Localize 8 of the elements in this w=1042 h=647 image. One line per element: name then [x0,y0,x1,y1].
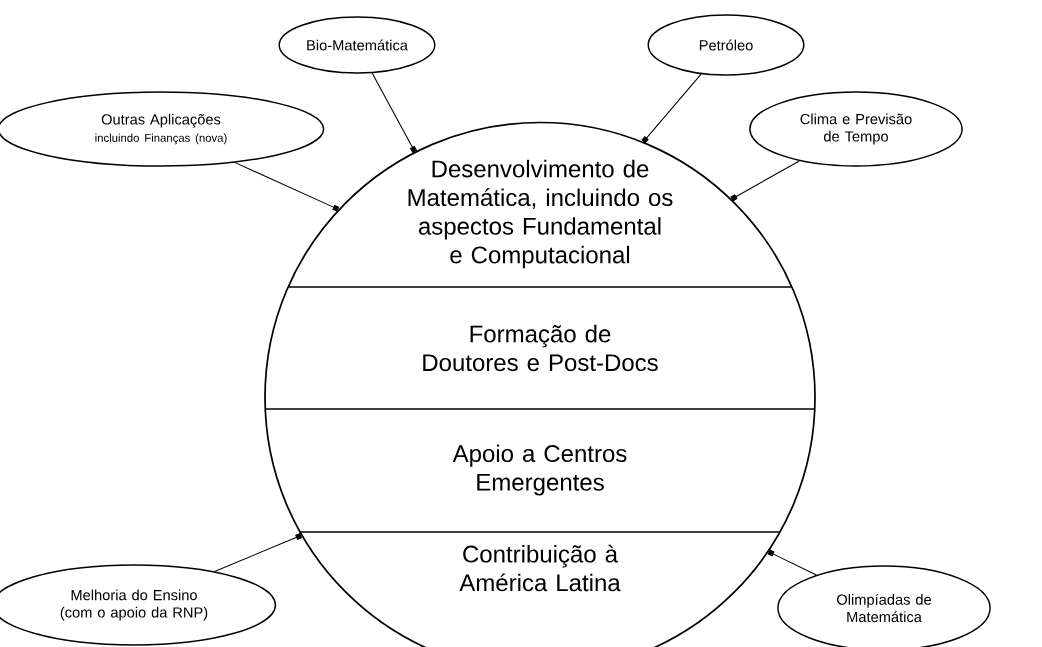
connector-line [641,73,702,144]
connector-line [730,160,800,202]
connector-line [767,549,817,576]
connector-line [234,162,340,212]
section-label: Desenvolvimento de Matemática, incluindo os aspectos Fundamental e Computacional [408,159,673,269]
section-label: Formação de Doutores e Post-Docs [423,324,658,372]
section-label: Contribuição à América Latina [459,544,621,592]
section-label: Apoio a Centros Emergentes [452,444,627,496]
